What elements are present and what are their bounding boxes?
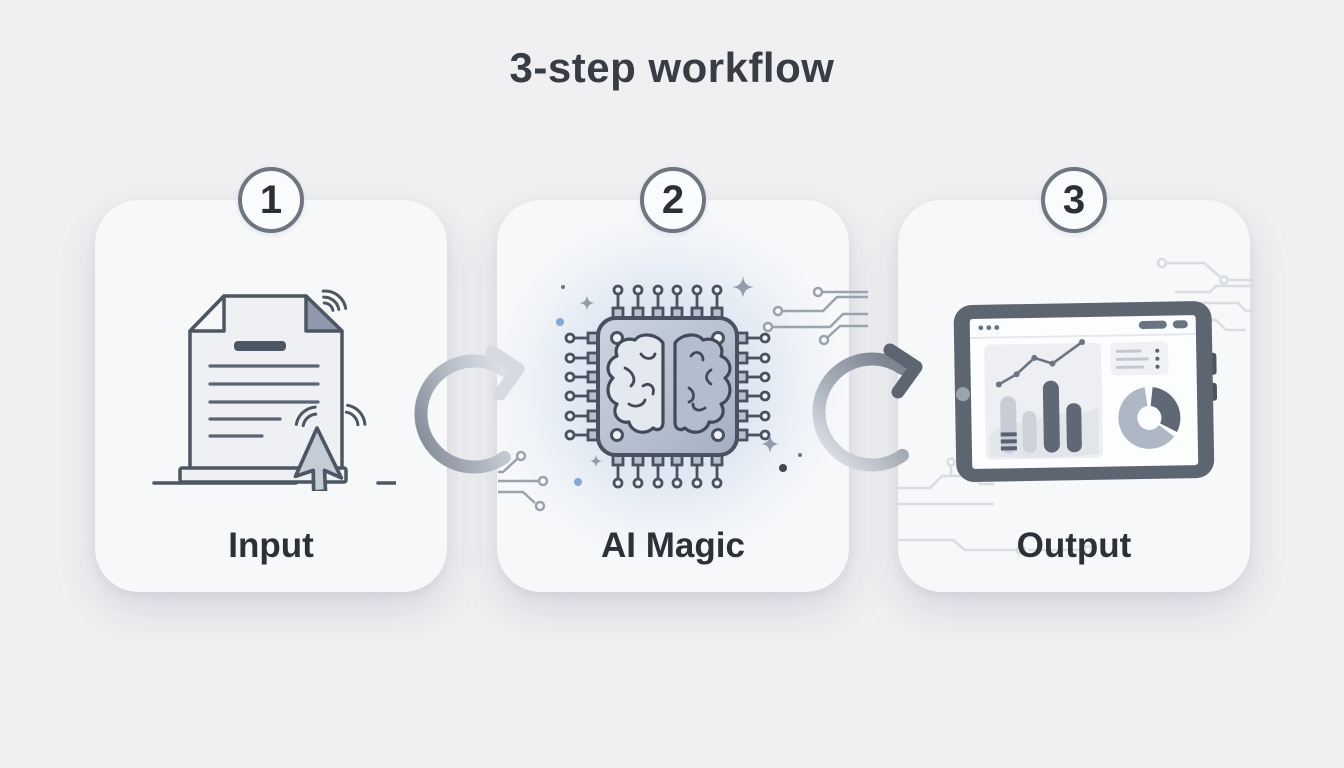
document-click-icon (152, 289, 396, 491)
step1-number-badge: 1 (238, 167, 304, 233)
step-card-output: 3 (898, 167, 1254, 592)
step1-number: 1 (259, 178, 283, 222)
step1-label: Input (228, 526, 314, 565)
step2-number: 2 (661, 178, 685, 222)
step3-number: 3 (1062, 178, 1086, 222)
step3-number-badge: 3 (1041, 167, 1107, 233)
ai-chip-brain-icon (556, 276, 802, 489)
arrow-step1-to-step2-icon (414, 345, 525, 474)
step-card-ai-magic: 2 (487, 167, 868, 592)
step3-label: Output (1016, 526, 1132, 565)
page-title: 3-step workflow (509, 44, 835, 91)
arrow-step2-to-step3-icon (812, 343, 923, 472)
step2-number-badge: 2 (640, 167, 706, 233)
step-card-input: 1 (95, 167, 447, 592)
circuit-traces-decor (498, 286, 868, 512)
circuit-traces-light-decor (898, 257, 1254, 556)
step2-label: AI Magic (601, 526, 745, 565)
dashboard-tablet-icon (953, 301, 1218, 482)
